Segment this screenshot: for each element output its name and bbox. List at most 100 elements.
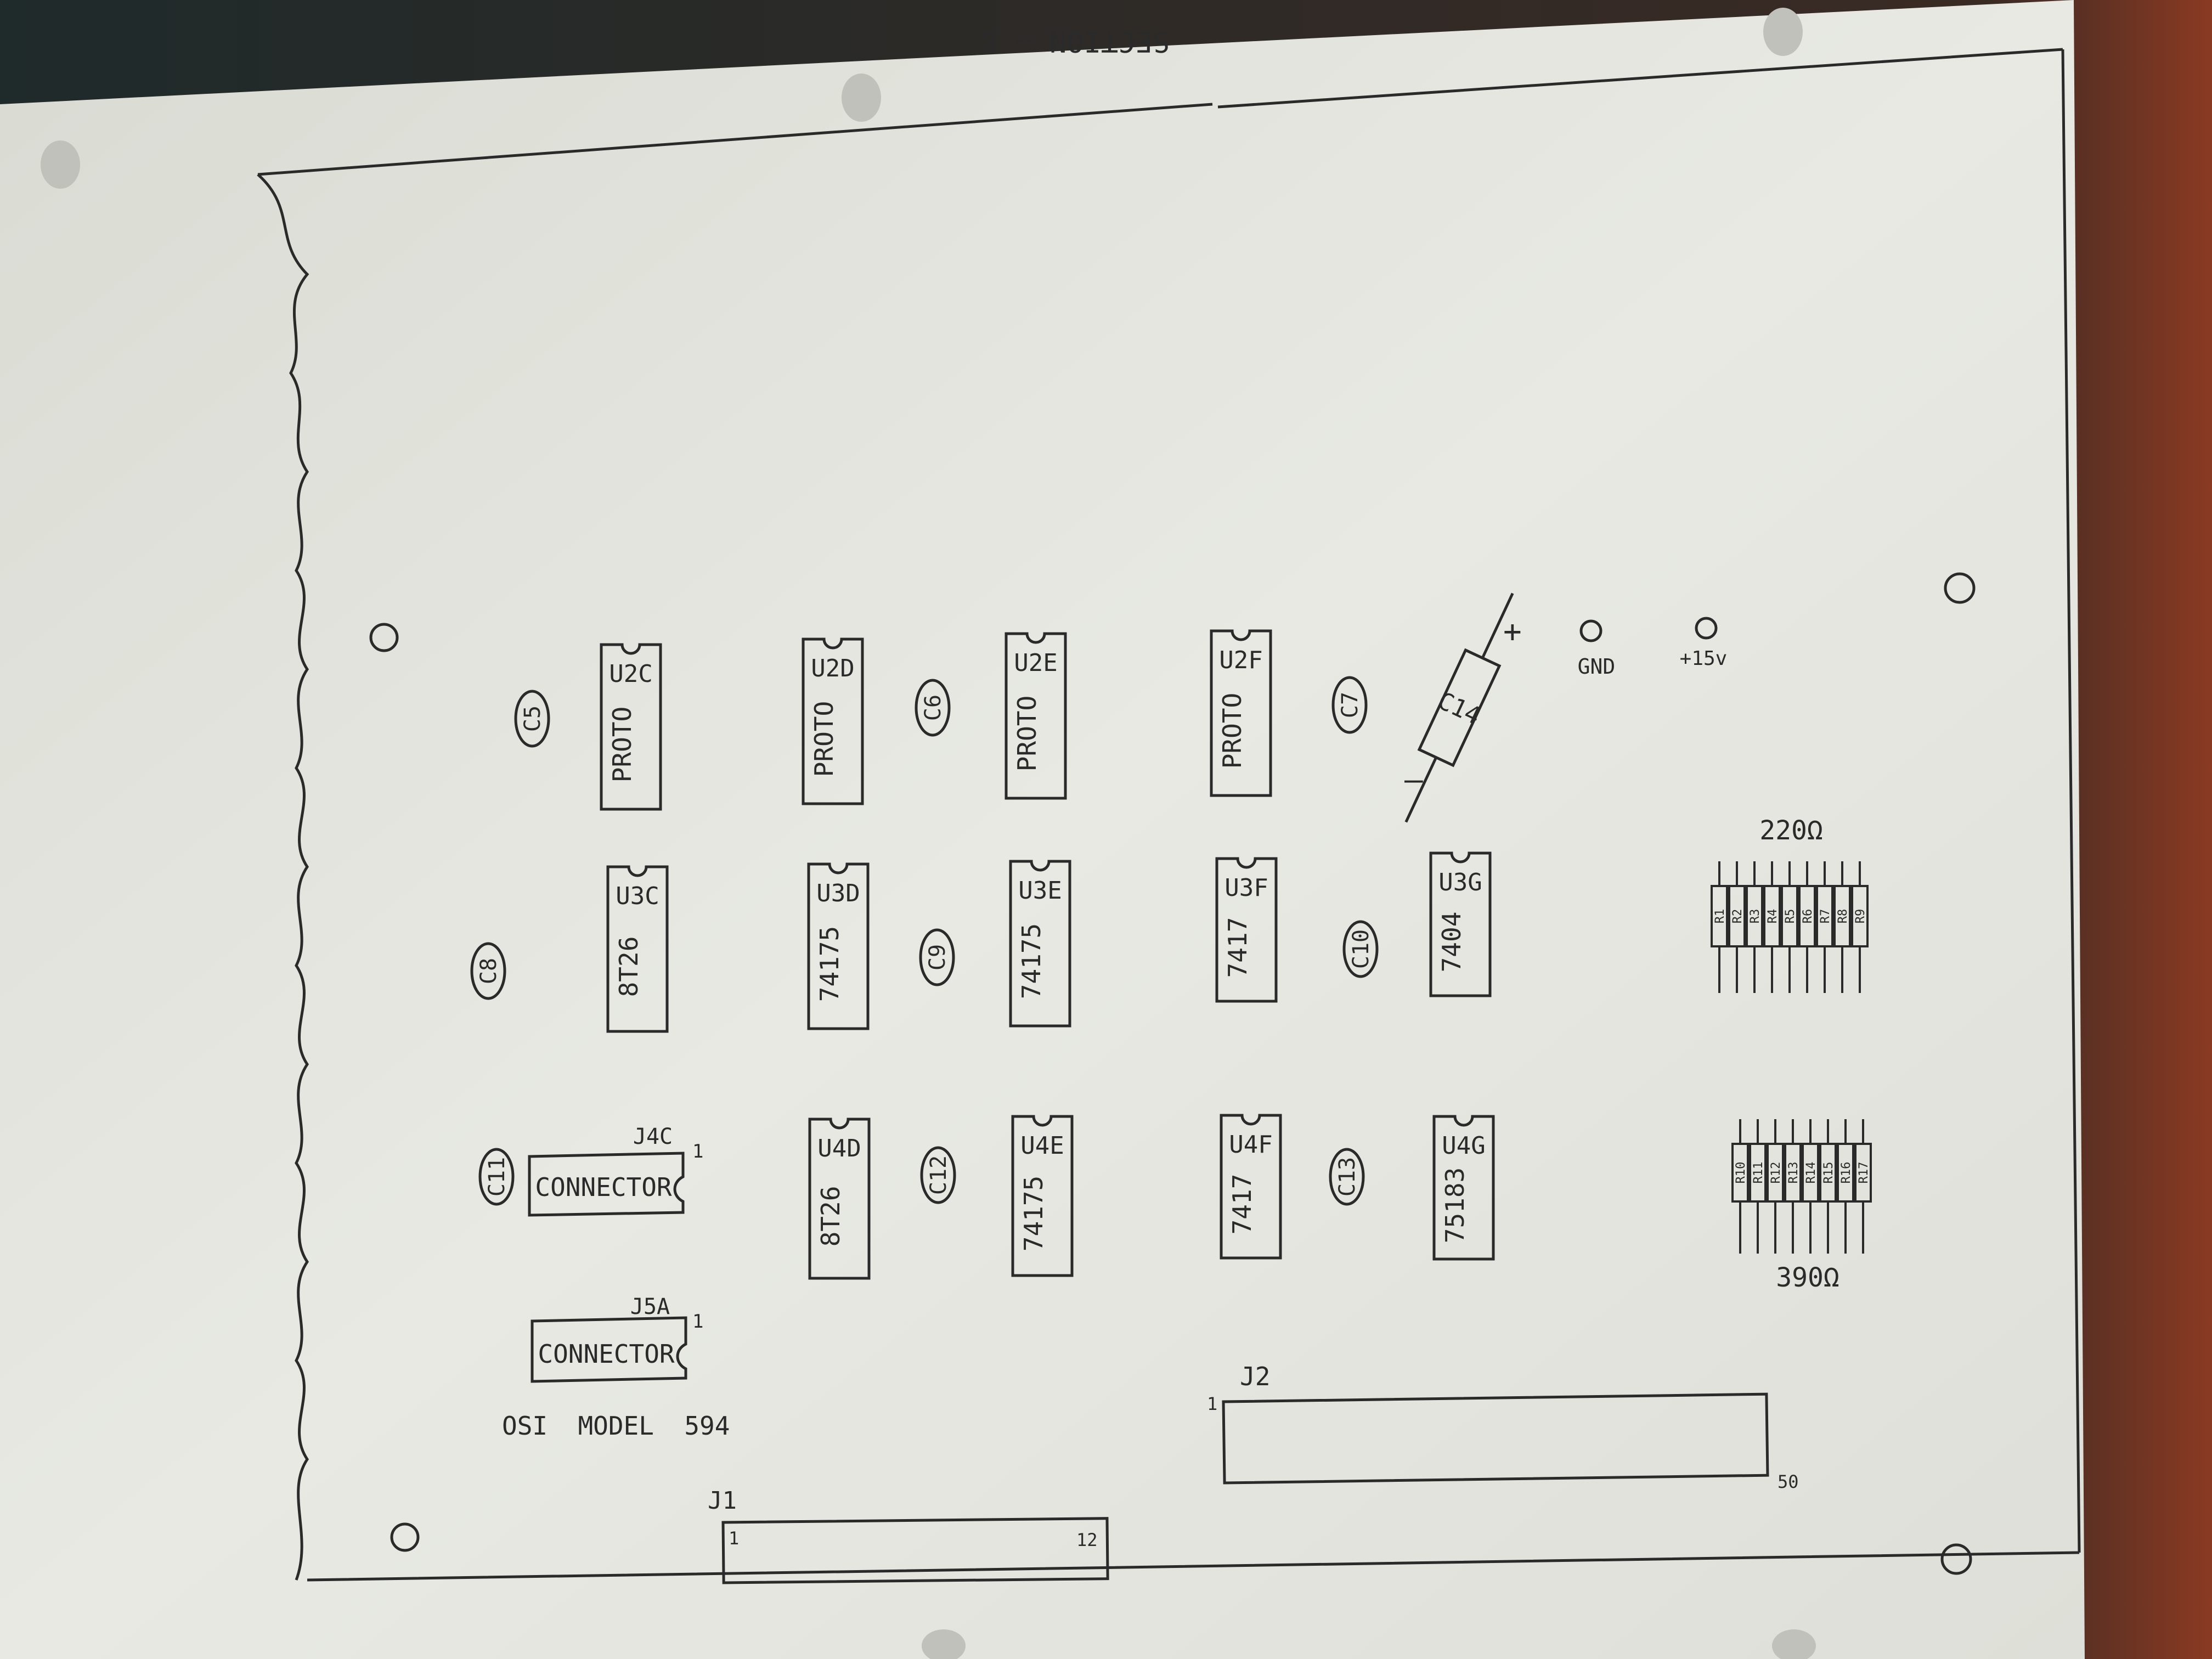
resistor-label: R5 xyxy=(1784,909,1797,924)
resistor-label: R10 xyxy=(1734,1162,1748,1184)
resistor-label: R16 xyxy=(1839,1162,1853,1184)
capacitor-label: C11 xyxy=(484,1157,510,1197)
paper-sheet xyxy=(0,0,2085,1659)
test-points: GND +15v xyxy=(1578,617,1728,679)
j2-ref: J2 xyxy=(1240,1362,1270,1391)
ic-chip: U3E 74175 xyxy=(1009,860,1071,1028)
c14-label: C14 xyxy=(1434,686,1485,730)
resistor: R3 xyxy=(1746,861,1763,993)
resistor-label: R17 xyxy=(1857,1162,1871,1184)
chip-ref: U4E xyxy=(1020,1132,1064,1160)
capacitor: C7 xyxy=(1331,676,1368,734)
ic-chip: U3G 7404 xyxy=(1429,851,1492,997)
j1-pin-end: 12 xyxy=(1076,1530,1098,1550)
board-caption: OSI MODEL 594 xyxy=(502,1411,730,1441)
chip-ref: U4F xyxy=(1229,1131,1272,1159)
resistor-label: R6 xyxy=(1801,909,1815,924)
binder-holes xyxy=(41,8,1816,1659)
resistor: R6 xyxy=(1798,861,1816,993)
j5a-pin: 1 xyxy=(692,1311,703,1333)
v15-label: +15v xyxy=(1680,647,1728,670)
gnd-label: GND xyxy=(1578,654,1616,679)
chip-part: 75183 xyxy=(1440,1167,1470,1243)
resistor: R2 xyxy=(1728,861,1746,993)
resistor: R4 xyxy=(1763,861,1781,993)
j1-pin-start: 1 xyxy=(729,1528,739,1549)
chip-ref: U3D xyxy=(816,879,860,907)
ic-chip: U3C 8T26 xyxy=(606,865,669,1033)
chip-part: 74175 xyxy=(1019,1176,1048,1251)
capacitor: C13 xyxy=(1329,1148,1365,1206)
j2-pin-end: 50 xyxy=(1778,1471,1799,1492)
chip-part: 74175 xyxy=(815,926,844,1002)
j4c-label: CONNECTOR xyxy=(535,1172,672,1202)
header-j1: J1 1 12 xyxy=(708,1487,1109,1584)
chip-ref: U2D xyxy=(811,654,854,682)
ic-chip: U4E 74175 xyxy=(1011,1115,1074,1277)
chip-part: PROTO xyxy=(1012,696,1042,771)
resistor-label: R8 xyxy=(1836,909,1850,924)
capacitor: C10 xyxy=(1342,920,1379,978)
header-j2: J2 1 50 xyxy=(1207,1362,1799,1492)
board-outline xyxy=(257,48,2081,1582)
capacitor-label: C9 xyxy=(925,944,950,970)
resistor: R16 xyxy=(1837,1119,1854,1254)
resistor: R1 xyxy=(1711,861,1728,993)
resistor: R11 xyxy=(1749,1119,1767,1254)
chip-ref: U3E xyxy=(1018,877,1062,905)
resistor: R8 xyxy=(1833,861,1851,993)
chip-part: 7404 xyxy=(1437,912,1466,973)
resistor-label: R14 xyxy=(1804,1162,1818,1184)
resistor-label: R3 xyxy=(1748,909,1762,924)
chip-ref: U2F xyxy=(1219,646,1262,674)
resistor: R17 xyxy=(1854,1119,1872,1254)
capacitor: C12 xyxy=(920,1146,956,1204)
mounting-holes xyxy=(369,572,1976,1575)
capacitor: C8 xyxy=(470,942,506,1000)
capacitor-label: C5 xyxy=(520,706,545,732)
chip-part: 8T26 xyxy=(816,1186,845,1247)
capacitor-label: C6 xyxy=(921,695,946,721)
ic-chip: U2F PROTO xyxy=(1210,629,1272,797)
capacitor-label: C10 xyxy=(1348,929,1374,969)
capacitor: C5 xyxy=(514,690,550,748)
capacitor-label: C8 xyxy=(476,958,501,984)
resistor-label: R9 xyxy=(1854,909,1867,924)
resistor-label: R7 xyxy=(1819,909,1832,924)
rnet-bottom-value: 390Ω xyxy=(1776,1262,1839,1293)
j5a-label: CONNECTOR xyxy=(538,1339,675,1369)
capacitor: C11 xyxy=(478,1148,515,1206)
chip-part: PROTO xyxy=(607,707,637,782)
resistor: R13 xyxy=(1784,1119,1802,1254)
resistor-label: R15 xyxy=(1822,1162,1836,1184)
resistor-label: R1 xyxy=(1713,909,1727,924)
resistor: R15 xyxy=(1819,1119,1837,1254)
j1-ref: J1 xyxy=(708,1487,737,1515)
chip-part: 8T26 xyxy=(614,936,644,997)
capacitor: C6 xyxy=(915,679,951,737)
rnet-top-value: 220Ω xyxy=(1759,815,1823,846)
resistor: R7 xyxy=(1816,861,1833,993)
j2-pin-start: 1 xyxy=(1207,1393,1217,1414)
j5a-ref: J5A xyxy=(630,1294,670,1319)
resistor: R5 xyxy=(1781,861,1798,993)
chip-part: PROTO xyxy=(1217,693,1247,769)
capacitor-label: C7 xyxy=(1338,692,1363,718)
connector-j5a: CONNECTOR J5A 1 xyxy=(531,1294,703,1383)
chip-part: 74175 xyxy=(1017,923,1046,999)
ic-chips: U2CPROTOU2DPROTOU2EPROTOU2FPROTOU3C8T26U… xyxy=(600,629,1495,1280)
page-header: SECTION ~ 8 xyxy=(981,25,1170,58)
chip-ref: U2E xyxy=(1014,649,1057,677)
chip-ref: U3F xyxy=(1224,874,1268,902)
chip-ref: U3C xyxy=(616,882,659,910)
chip-ref: U3G xyxy=(1438,868,1482,896)
c14-plus: + xyxy=(1503,614,1522,650)
resistor-label: R4 xyxy=(1766,909,1780,924)
